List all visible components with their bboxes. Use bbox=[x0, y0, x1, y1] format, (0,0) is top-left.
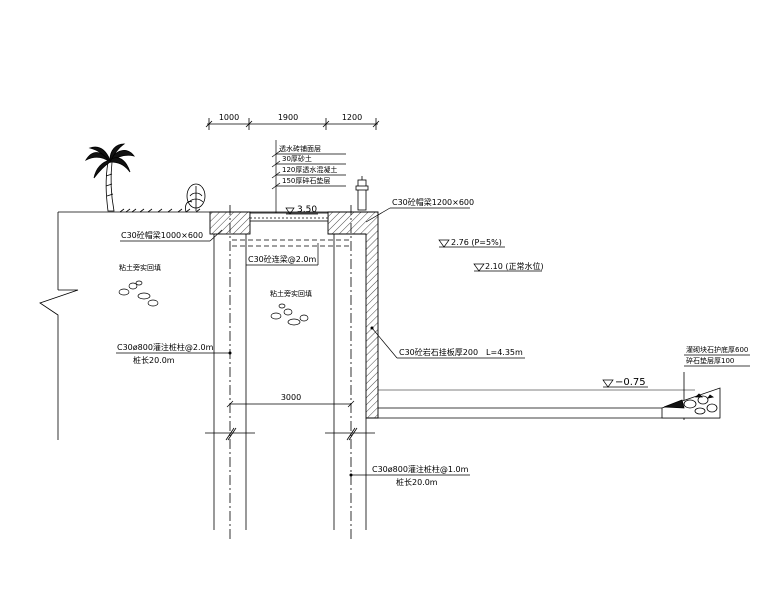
bollard-icon bbox=[355, 176, 369, 211]
leader-dot-pile-left bbox=[228, 351, 232, 355]
label-pile-right-b: 桩长20.0m bbox=[396, 477, 438, 487]
label-gravel: 碎石垫层厚100 bbox=[686, 356, 734, 365]
pile-right bbox=[325, 205, 375, 542]
dimension-1000: 1000 bbox=[219, 113, 239, 122]
elevation-flood: 2.76 (P=5%) bbox=[451, 238, 502, 247]
elevation-normal: 2.10 (正常水位) bbox=[485, 261, 544, 271]
label-riprap: 灌砌块石护底厚600 bbox=[686, 345, 748, 354]
elevation-bottom-marker bbox=[602, 379, 648, 388]
label-leaders bbox=[116, 207, 750, 476]
elevation-top-marker bbox=[285, 207, 318, 215]
label-cap-right: C30砼帽梁1200×600 bbox=[392, 197, 474, 207]
top-dimension-line bbox=[205, 118, 380, 130]
label-pile-left-a: C30ø800灌注桩柱@2.0m bbox=[117, 342, 214, 352]
layer-concrete: 120厚透水混凝土 bbox=[282, 165, 337, 174]
label-pile-left-b: 桩长20.0m bbox=[133, 355, 175, 365]
riprap-protection bbox=[661, 387, 721, 419]
dimension-3000: 3000 bbox=[281, 393, 301, 402]
ground-surface bbox=[39, 208, 378, 440]
cap-beam-right bbox=[327, 211, 379, 419]
soil-symbol-mid bbox=[270, 303, 309, 326]
label-fill-mid: 粘土旁实回填 bbox=[270, 289, 312, 298]
layer-sand: 30厚砂土 bbox=[282, 154, 312, 163]
dimension-1200: 1200 bbox=[342, 113, 362, 122]
elevation-flood-marker bbox=[438, 239, 505, 248]
label-cap-left: C30砼帽梁1000×600 bbox=[121, 230, 203, 240]
palm-tree-icon bbox=[84, 143, 135, 212]
dimension-1900: 1900 bbox=[278, 113, 298, 122]
layer-gravel: 150厚碎石垫层 bbox=[282, 176, 330, 185]
pile-spacing-dimension bbox=[226, 400, 355, 408]
layer-paving-brick: 透水砖铺面层 bbox=[279, 144, 321, 153]
elevation-bottom: −0.75 bbox=[615, 377, 646, 388]
layer-callout-leader bbox=[271, 140, 346, 220]
label-tie-beam: C30砼连梁@2.0m bbox=[248, 254, 316, 264]
elevation-normal-marker bbox=[473, 263, 542, 272]
leader-dot-pile-right bbox=[349, 473, 353, 477]
label-fill-left: 粘土旁实回填 bbox=[119, 263, 161, 272]
tie-beam bbox=[232, 239, 352, 247]
elevation-top: 3.50 bbox=[297, 205, 317, 215]
soil-symbol-left bbox=[118, 280, 159, 307]
leader-dot-wall bbox=[370, 326, 374, 330]
label-wall: C30砼岩石挂板厚200 L=4.35m bbox=[399, 347, 523, 357]
pile-left bbox=[205, 205, 255, 542]
label-pile-right-a: C30ø800灌注桩柱@1.0m bbox=[372, 464, 469, 474]
shrub-icon bbox=[185, 183, 206, 213]
